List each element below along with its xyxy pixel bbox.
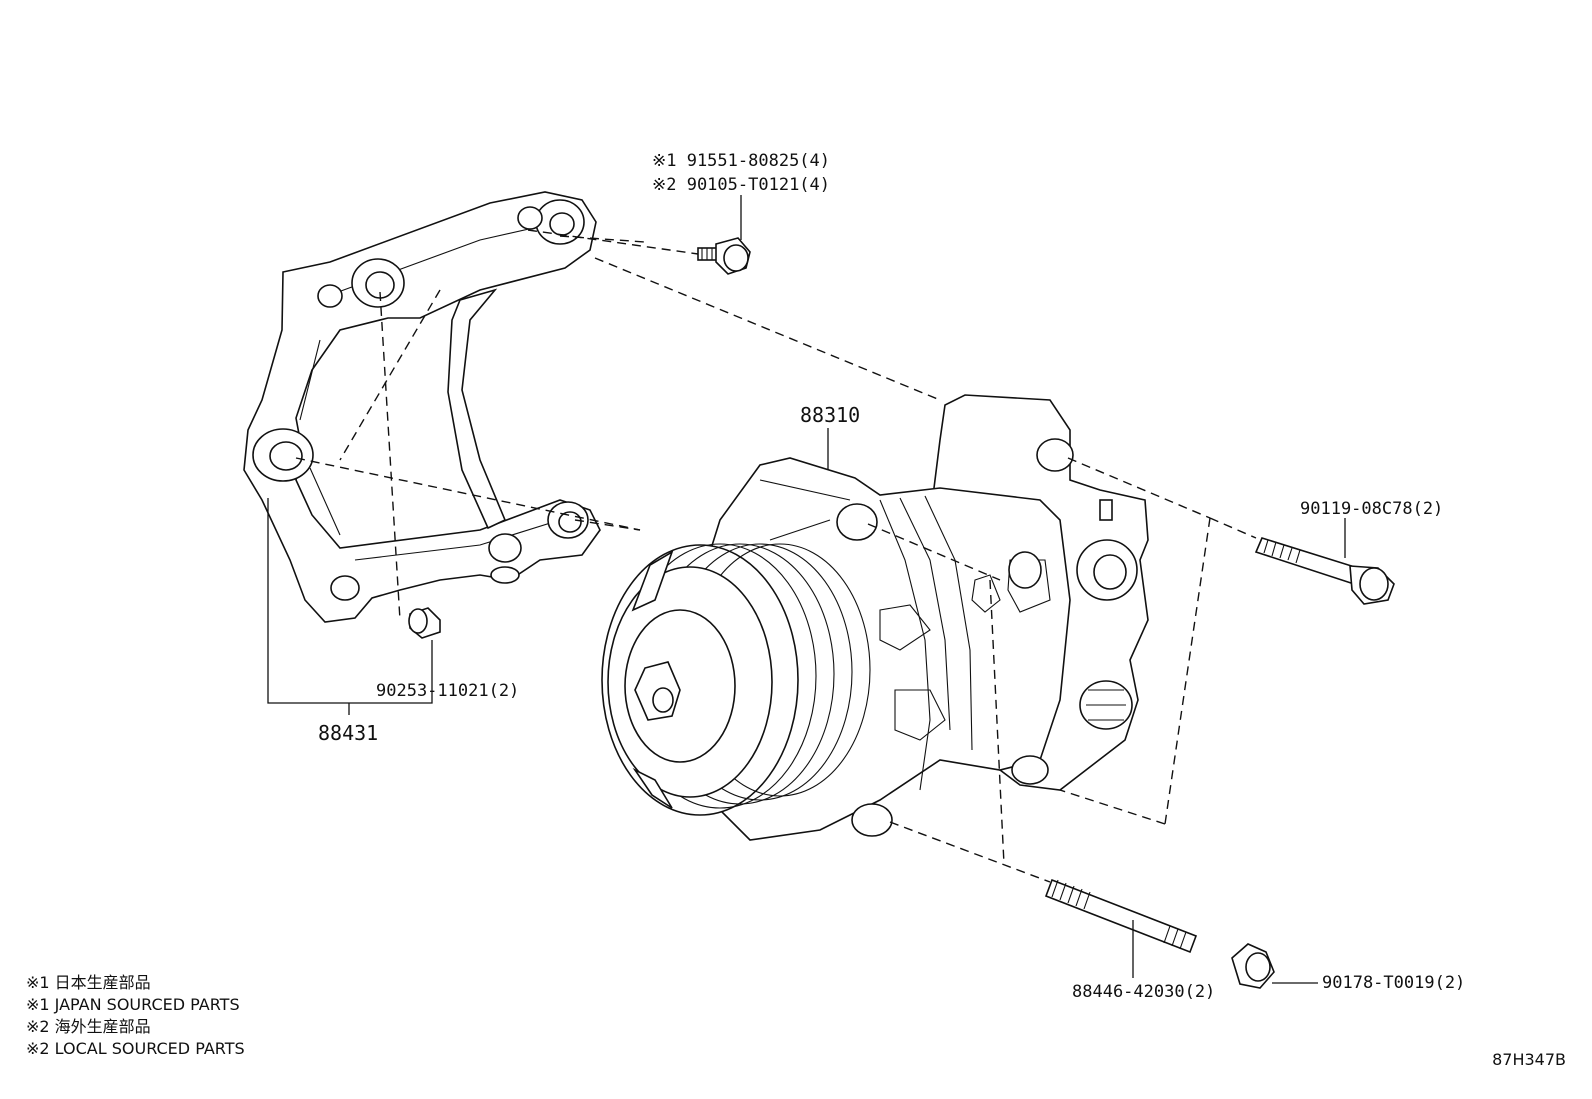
stud[interactable] (1044, 878, 1198, 954)
legend-note-2: ※1 JAPAN SOURCED PARTS (26, 995, 240, 1014)
ac-compressor[interactable] (601, 394, 1149, 841)
label-sleeve: 90253-11021(2) (376, 681, 519, 701)
label-long-bolt: 90119-08C78(2) (1300, 499, 1443, 519)
sleeve-part[interactable] (408, 607, 441, 639)
nut[interactable] (1231, 943, 1275, 989)
leader-lines (267, 195, 1346, 984)
diagram-code: 87H347B (1492, 1050, 1566, 1069)
label-bracket: 88431 (318, 721, 378, 745)
label-compressor: 88310 (800, 403, 860, 427)
label-nut: 90178-T0019(2) (1322, 973, 1465, 993)
compressor-bracket[interactable] (243, 191, 601, 623)
assembly-lines (295, 229, 1257, 883)
long-bolt[interactable] (1254, 537, 1395, 605)
legend-note-1: ※1 日本生産部品 (26, 973, 151, 992)
top-bolt[interactable] (697, 237, 751, 275)
label-stud: 88446-42030(2) (1072, 982, 1215, 1002)
label-top-bolt-line2: ※2 90105-T0121(4) (652, 175, 830, 195)
label-top-bolt-line1: ※1 91551-80825(4) (652, 151, 830, 171)
legend-note-3: ※2 海外生産部品 (26, 1017, 151, 1036)
legend-note-4: ※2 LOCAL SOURCED PARTS (26, 1039, 245, 1058)
